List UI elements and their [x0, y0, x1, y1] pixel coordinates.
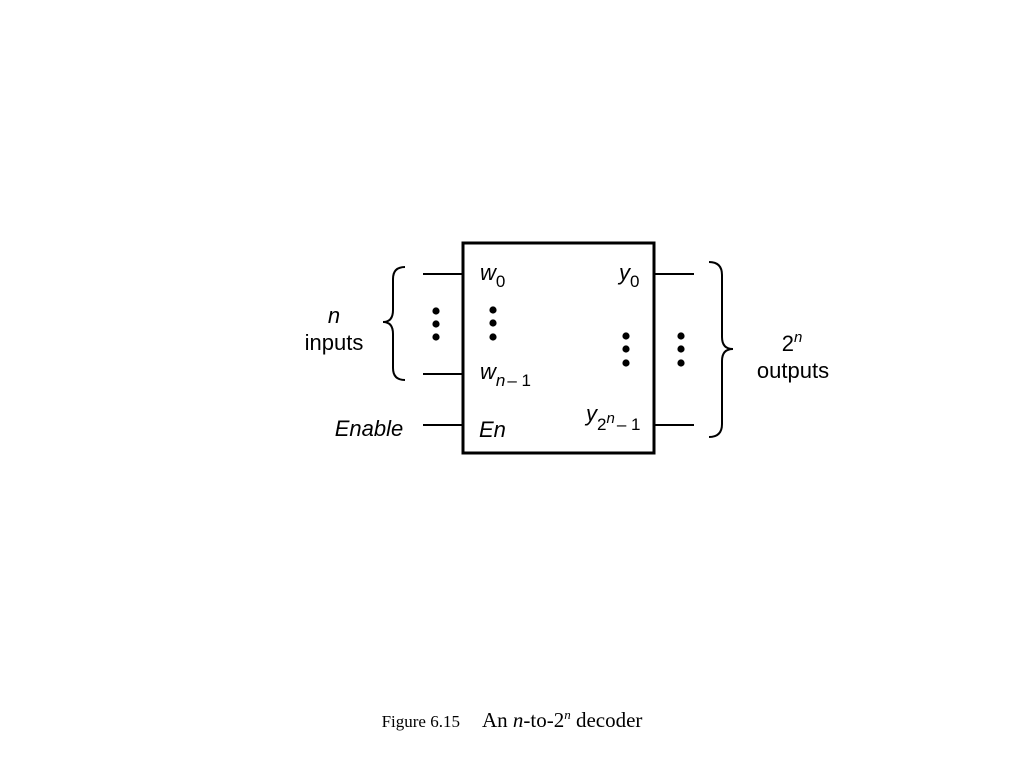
figure-title: An n-to-2n decoder [481, 707, 643, 732]
outputs-count: 2n [782, 329, 803, 356]
inputs-word: inputs [305, 330, 364, 355]
enable-label: Enable [335, 416, 404, 441]
port-en: En [479, 417, 506, 442]
port-wn-1: wn– 1 [480, 359, 531, 390]
port-w0: w0 [480, 260, 505, 291]
inputs-brace [382, 266, 406, 381]
decoder-block [461, 241, 656, 455]
port-y2n-1: y2n– 1 [584, 401, 640, 434]
inputs-symbol: n [328, 303, 340, 328]
input-ports-ellipsis [489, 306, 497, 341]
input-lines-ellipsis [432, 307, 440, 341]
figure-number: Figure 6.15 [381, 712, 460, 731]
output-ports-ellipsis [622, 332, 630, 367]
outputs-word: outputs [757, 358, 829, 383]
port-y0: y0 [617, 260, 639, 291]
output-lines-ellipsis [677, 332, 685, 367]
figure-caption: Figure 6.15 An n-to-2n decoder [0, 708, 1024, 733]
outputs-brace [708, 261, 734, 438]
